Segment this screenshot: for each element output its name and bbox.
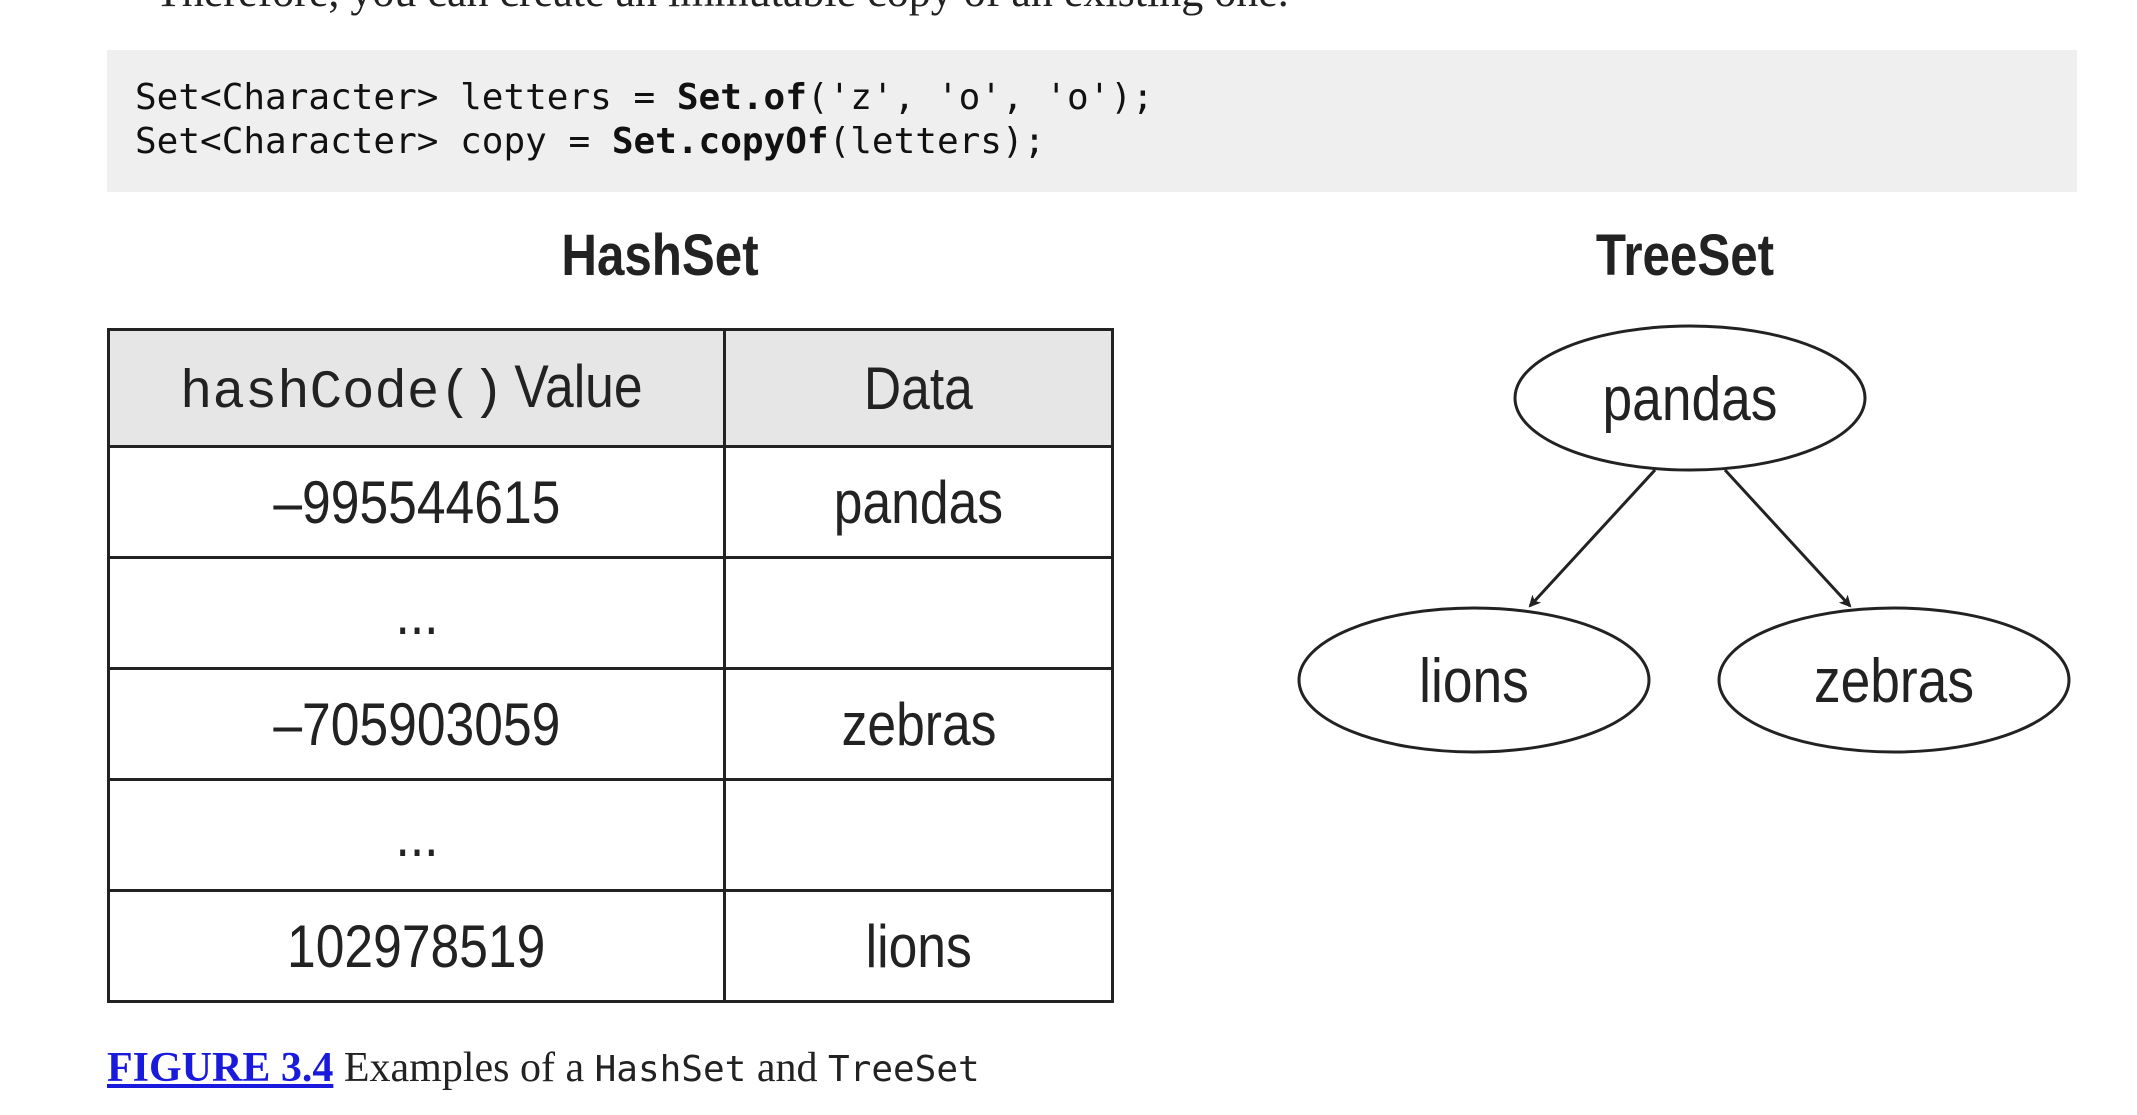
node-left: [1297, 606, 1651, 754]
header-code-text: hashCode(): [180, 363, 505, 424]
code-block: Set<Character> letters = Set.of('z', 'o'…: [107, 50, 2077, 192]
node-root: [1513, 324, 1867, 472]
data-cell: [723, 778, 1114, 892]
data-cell: pandas: [723, 445, 1114, 559]
table-row: –995544615 pandas: [106, 445, 1114, 559]
hashset-title: HashSet: [561, 223, 759, 288]
hash-cell: ...: [106, 556, 727, 670]
node-root-label: pandas: [1603, 365, 1778, 434]
hash-cell: 102978519: [106, 889, 727, 1003]
treeset-diagram: pandas lions zebras: [1297, 324, 2071, 754]
table-header-row: hashCode() Value Data: [106, 328, 1114, 448]
node-left-label: lions: [1419, 647, 1529, 716]
hash-cell: ...: [106, 778, 727, 892]
hash-cell: –995544615: [106, 445, 727, 559]
caption-text: and: [746, 1045, 828, 1091]
code-text: ('z', 'o', 'o');: [806, 77, 1154, 118]
code-method: Set.copyOf: [611, 121, 829, 162]
table-row: –705903059 zebras: [106, 667, 1114, 781]
code-method: Set.of: [676, 77, 807, 118]
header-data: Data: [723, 328, 1114, 448]
data-cell: [723, 556, 1114, 670]
treeset-title: TreeSet: [1595, 223, 1775, 288]
code-text: Set<Character> letters =: [135, 77, 677, 118]
code-line-2: Set<Character> copy = Set.copyOf(letters…: [135, 120, 1045, 164]
table-row: ...: [106, 556, 1114, 670]
edge-to-right: [1723, 468, 1852, 608]
table-row: 102978519 lions: [106, 889, 1114, 1003]
figure-caption: FIGURE 3.4 Examples of a HashSet and Tre…: [107, 1044, 980, 1092]
caption-code: HashSet: [594, 1049, 747, 1090]
clipped-paragraph-text: Therefore, you can create an immutable c…: [155, 0, 1289, 17]
code-text: (letters);: [828, 121, 1046, 162]
header-hashcode-value: hashCode() Value: [106, 328, 727, 448]
node-right-label: zebras: [1814, 647, 1974, 716]
hash-cell: –705903059: [106, 667, 727, 781]
node-right: [1717, 606, 2071, 754]
caption-text: Examples of a: [333, 1045, 595, 1091]
header-label-text: Value: [514, 353, 643, 420]
data-cell: zebras: [723, 667, 1114, 781]
data-cell: lions: [723, 889, 1114, 1003]
code-text: Set<Character> copy =: [135, 121, 612, 162]
hashset-table: hashCode() Value Data –995544615 pandas …: [106, 328, 1114, 1003]
code-line-1: Set<Character> letters = Set.of('z', 'o'…: [135, 76, 1154, 120]
table-row: ...: [106, 778, 1114, 892]
edge-to-left: [1528, 468, 1657, 608]
header-label-text: Data: [864, 354, 974, 422]
figure-link[interactable]: FIGURE 3.4: [107, 1045, 334, 1091]
caption-code: TreeSet: [827, 1049, 980, 1090]
